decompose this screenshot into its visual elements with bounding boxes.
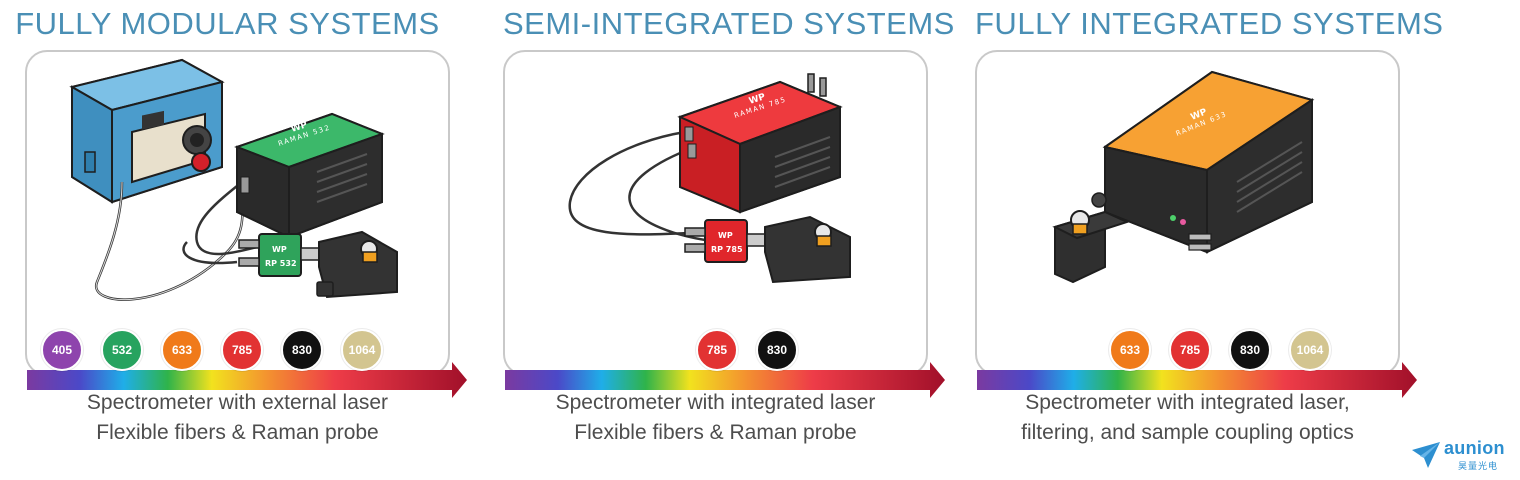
spectrum-bar-semi [505, 362, 945, 398]
title-fully-modular: FULLY MODULAR SYSTEMS [15, 6, 440, 41]
spectrum-bar-modular [27, 362, 467, 398]
aunion-logo: aunion 昊量光电 [1410, 438, 1520, 474]
wavelength-badge-830: 830 [281, 329, 323, 371]
caption-line-1: Spectrometer with external laser [86, 391, 389, 414]
probe-532-icon: WP RP 532 [238, 230, 398, 299]
wavelength-badge-785: 785 [696, 329, 738, 371]
column-fully-integrated: FULLY INTEGRATED SYSTEMS WP RAMAN 633 [975, 0, 1444, 480]
caption-line-2: Flexible fibers & Raman probe [574, 421, 857, 444]
caption-line-2: filtering, and sample coupling optics [1021, 421, 1354, 444]
logo-subtitle: 昊量光电 [1458, 461, 1499, 471]
panel-fully-modular: WP RAMAN 532 WP RP 532 [25, 50, 467, 398]
spectrometer-785-icon: WP RAMAN 785 [677, 73, 843, 214]
caption-line-1: Spectrometer with integrated laser, [1025, 391, 1350, 414]
panel-fully-integrated: WP RAMAN 633 [975, 50, 1417, 398]
caption-line-1: Spectrometer with integrated laser [555, 391, 876, 414]
title-fully-integrated: FULLY INTEGRATED SYSTEMS [975, 6, 1444, 41]
wavelength-badge-1064: 1064 [1289, 329, 1331, 371]
modular-system-illustration: WP RAMAN 532 WP RP 532 [69, 58, 398, 301]
wavelength-badge-532: 532 [101, 329, 143, 371]
wavelength-badge-1064: 1064 [341, 329, 383, 371]
panel-semi-integrated: WP RAMAN 785 WP RP 785 [503, 50, 945, 398]
title-semi-integrated: SEMI-INTEGRATED SYSTEMS [503, 6, 955, 41]
sample-coupling-optics-icon [1052, 192, 1130, 284]
semi-integrated-illustration: WP RAMAN 785 WP RP 785 [568, 73, 851, 284]
probe-532-brand: WP [272, 245, 287, 254]
external-laser-icon [69, 58, 225, 204]
probe-532-label: RP 532 [265, 259, 297, 268]
caption-line-2: Flexible fibers & Raman probe [96, 421, 379, 444]
wavelength-badge-405: 405 [41, 329, 83, 371]
caption-semi-integrated: Spectrometer with integrated laser Flexi… [503, 388, 928, 448]
wavelength-badge-785: 785 [221, 329, 263, 371]
spectrometer-532-brand: WP [290, 120, 309, 135]
wavelength-badge-785: 785 [1169, 329, 1211, 371]
caption-fully-modular: Spectrometer with external laser Flexibl… [25, 388, 450, 448]
wavelength-badge-830: 830 [756, 329, 798, 371]
probe-785-brand: WP [718, 231, 733, 240]
fully-integrated-illustration: WP RAMAN 633 [1052, 70, 1315, 284]
spectrometer-633-icon: WP RAMAN 633 [1102, 70, 1315, 254]
wavelength-badge-633: 633 [1109, 329, 1151, 371]
wavelength-badge-830: 830 [1229, 329, 1271, 371]
spectrometer-785-brand: WP [748, 92, 767, 107]
column-fully-modular: FULLY MODULAR SYSTEMS [15, 0, 467, 480]
paper-plane-icon [1412, 442, 1440, 468]
spectrum-bar-integrated [977, 362, 1417, 398]
caption-fully-integrated: Spectrometer with integrated laser, filt… [975, 388, 1400, 448]
probe-785-label: RP 785 [711, 245, 743, 254]
spectrometer-532-icon: WP RAMAN 532 [234, 112, 385, 239]
wavelength-badge-633: 633 [161, 329, 203, 371]
column-semi-integrated: SEMI-INTEGRATED SYSTEMS WP RAMAN 785 [503, 0, 955, 480]
logo-name: aunion [1444, 438, 1505, 458]
probe-785-icon: WP RP 785 [684, 215, 851, 284]
